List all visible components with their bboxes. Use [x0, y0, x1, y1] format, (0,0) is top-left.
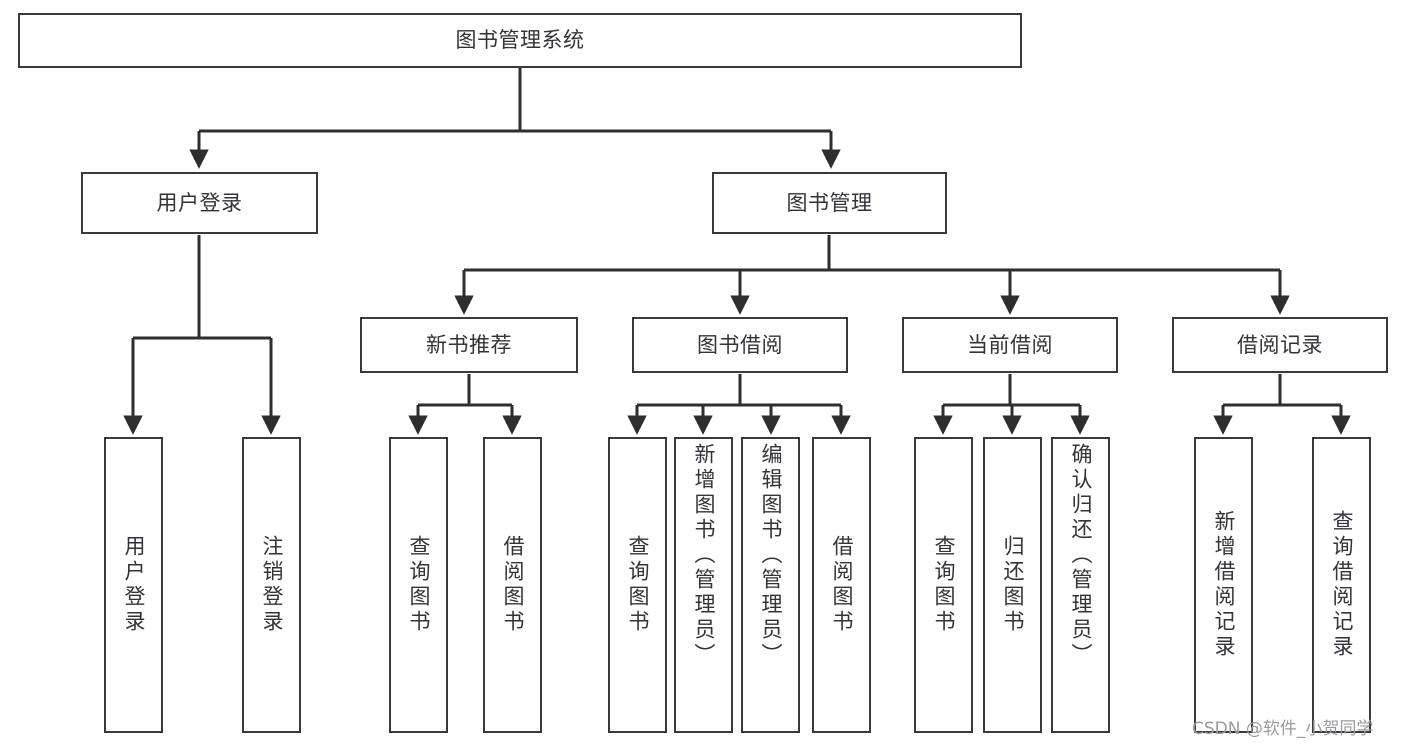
node-book-borrow[interactable]: 图书借阅: [632, 317, 848, 373]
node-new-book-recommend[interactable]: 新书推荐: [360, 317, 578, 373]
node-label: 查询图书: [407, 535, 431, 635]
watermark-text: CSDN @软件_小贺同学: [1192, 719, 1374, 739]
node-label: 确认归还（管理员）: [1069, 443, 1093, 668]
leaf-current-borrow-confirm-return-admin[interactable]: 确认归还（管理员）: [1051, 437, 1110, 733]
node-label: 查询借阅记录: [1330, 510, 1354, 660]
leaf-new-book-query[interactable]: 查询图书: [389, 437, 448, 733]
leaf-book-borrow-borrow[interactable]: 借阅图书: [812, 437, 871, 733]
leaf-book-borrow-edit-admin[interactable]: 编辑图书（管理员）: [741, 437, 800, 733]
leaf-book-borrow-query[interactable]: 查询图书: [608, 437, 667, 733]
node-label: 新增借阅记录: [1212, 510, 1236, 660]
node-label: 借阅记录: [1237, 332, 1323, 357]
node-label: 图书管理: [786, 190, 873, 215]
leaf-borrow-record-add[interactable]: 新增借阅记录: [1194, 437, 1253, 733]
node-label: 归还图书: [1001, 535, 1025, 635]
node-label: 借阅图书: [830, 535, 854, 635]
leaf-current-borrow-return[interactable]: 归还图书: [983, 437, 1042, 733]
node-borrow-record[interactable]: 借阅记录: [1172, 317, 1388, 373]
node-label: 新增图书（管理员）: [692, 443, 716, 668]
node-label: 查询图书: [932, 535, 956, 635]
leaf-user-login-logout[interactable]: 注销登录: [242, 437, 301, 733]
node-book-management[interactable]: 图书管理: [712, 172, 947, 234]
node-user-login[interactable]: 用户登录: [81, 172, 318, 234]
node-label: 借阅图书: [501, 535, 525, 635]
node-label: 用户登录: [156, 190, 243, 215]
node-label: 查询图书: [626, 535, 650, 635]
node-label: 用户登录: [122, 535, 146, 635]
node-label: 注销登录: [260, 535, 284, 635]
leaf-new-book-borrow[interactable]: 借阅图书: [483, 437, 542, 733]
leaf-current-borrow-query[interactable]: 查询图书: [914, 437, 973, 733]
node-current-borrow[interactable]: 当前借阅: [902, 317, 1118, 373]
leaf-book-borrow-add-admin[interactable]: 新增图书（管理员）: [674, 437, 733, 733]
node-label: 当前借阅: [967, 332, 1053, 357]
leaf-borrow-record-query[interactable]: 查询借阅记录: [1312, 437, 1371, 733]
leaf-user-login-login[interactable]: 用户登录: [104, 437, 163, 733]
node-root-book-management-system[interactable]: 图书管理系统: [18, 13, 1022, 68]
node-label: 图书管理系统: [455, 28, 585, 53]
node-label: 编辑图书（管理员）: [759, 443, 783, 668]
node-label: 新书推荐: [426, 332, 512, 357]
node-label: 图书借阅: [697, 332, 783, 357]
